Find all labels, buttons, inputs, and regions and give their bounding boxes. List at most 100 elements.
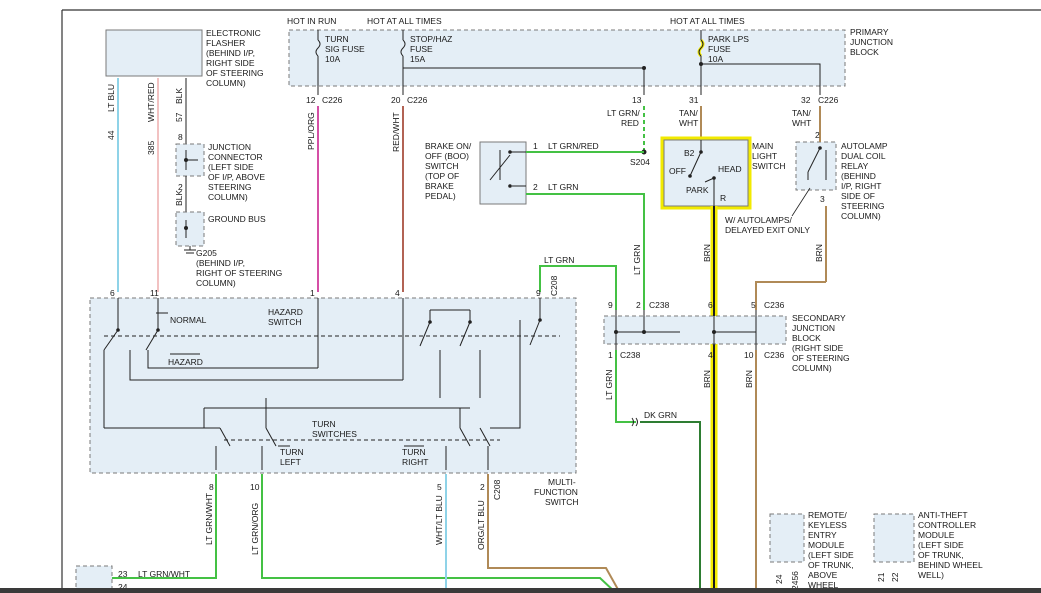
svg-text:C208: C208: [549, 275, 559, 296]
svg-text:2: 2: [480, 482, 485, 492]
svg-text:C236: C236: [764, 300, 785, 310]
wire-lt-grn-wht: [112, 474, 217, 579]
svg-text:2: 2: [636, 300, 641, 310]
svg-text:SWITCHES: SWITCHES: [312, 429, 357, 439]
primary-junction-block: [288, 29, 846, 87]
svg-text:SIG FUSE: SIG FUSE: [325, 44, 365, 54]
svg-text:RIGHT: RIGHT: [402, 457, 428, 467]
svg-text:JUNCTION: JUNCTION: [792, 323, 835, 333]
svg-text:15A: 15A: [410, 54, 425, 64]
svg-text:JUNCTION: JUNCTION: [850, 37, 893, 47]
svg-text:BRN: BRN: [702, 244, 712, 262]
svg-text:LT GRN/WHT: LT GRN/WHT: [204, 493, 214, 545]
svg-text:(LEFT SIDE: (LEFT SIDE: [208, 162, 254, 172]
svg-text:SWITCH: SWITCH: [425, 161, 459, 171]
svg-text:8: 8: [209, 482, 214, 492]
wire-lt-grn-top: [539, 265, 617, 310]
svg-text:6: 6: [708, 300, 713, 310]
wire-dk-grn: [640, 421, 701, 593]
hazard-switch-label: HAZARD: [268, 307, 303, 317]
ground-bus-label: GROUND BUS: [208, 214, 266, 224]
svg-text:PPL/ORG: PPL/ORG: [306, 112, 316, 150]
svg-text:RED/WHT: RED/WHT: [391, 112, 401, 152]
svg-text:ORG/LT BLU: ORG/LT BLU: [476, 500, 486, 550]
svg-text:BEHIND WHEEL: BEHIND WHEEL: [918, 560, 983, 570]
svg-text:20: 20: [391, 95, 401, 105]
svg-text:21: 21: [876, 572, 886, 582]
secondary-junction-label: SECONDARY: [792, 313, 846, 323]
main-light-switch: [663, 139, 749, 207]
svg-text:OF TRUNK,: OF TRUNK,: [918, 550, 964, 560]
svg-text:CONNECTOR: CONNECTOR: [208, 152, 263, 162]
svg-text:LT GRN/RED: LT GRN/RED: [548, 141, 599, 151]
svg-text:57: 57: [174, 112, 184, 122]
svg-text:(LEFT SIDE: (LEFT SIDE: [918, 540, 964, 550]
svg-text:WHT: WHT: [792, 118, 811, 128]
svg-text:BRN: BRN: [744, 370, 754, 388]
svg-text:FUSE: FUSE: [410, 44, 433, 54]
main-light-switch-label: MAIN: [752, 141, 773, 151]
svg-text:LT GRN: LT GRN: [548, 182, 578, 192]
autolamp-relay: [795, 141, 837, 191]
park-lps-fuse-label: PARK LPS: [708, 34, 749, 44]
connector-break-icon: [631, 417, 638, 427]
svg-text:2456: 2456: [790, 571, 800, 590]
svg-text:BLK: BLK: [174, 190, 184, 206]
turn-left-label: TURN: [280, 447, 304, 457]
svg-text:MODULE: MODULE: [808, 540, 845, 550]
svg-text:COLUMN): COLUMN): [206, 78, 246, 88]
svg-text:1: 1: [310, 288, 315, 298]
turn-sig-fuse-icon: [315, 39, 321, 57]
svg-text:BLK: BLK: [174, 88, 184, 104]
svg-text:8: 8: [178, 132, 183, 142]
svg-text:OF STEERING: OF STEERING: [792, 353, 850, 363]
remote-keyless-label: REMOTE/: [808, 510, 847, 520]
svg-text:11: 11: [150, 288, 159, 298]
svg-text:385: 385: [146, 141, 156, 155]
svg-text:RELAY: RELAY: [841, 161, 869, 171]
junction-connector-label: JUNCTION: [208, 142, 251, 152]
svg-text:PARK: PARK: [686, 185, 709, 195]
svg-text:TAN/: TAN/: [679, 108, 698, 118]
svg-text:9: 9: [608, 300, 613, 310]
svg-text:10A: 10A: [708, 54, 723, 64]
svg-text:BLOCK: BLOCK: [792, 333, 821, 343]
electronic-flasher: [105, 29, 203, 77]
svg-text:C208: C208: [492, 479, 502, 500]
svg-text:MODULE: MODULE: [918, 530, 955, 540]
svg-text:DK GRN: DK GRN: [644, 410, 677, 420]
bottom-bar: [0, 588, 1041, 593]
svg-text:9: 9: [536, 288, 541, 298]
svg-text:10: 10: [744, 350, 754, 360]
svg-text:1: 1: [533, 141, 538, 151]
svg-text:10A: 10A: [325, 54, 340, 64]
svg-text:2: 2: [533, 182, 538, 192]
svg-text:2: 2: [815, 130, 820, 140]
svg-text:(LEFT SIDE: (LEFT SIDE: [808, 550, 854, 560]
svg-text:4: 4: [708, 350, 713, 360]
svg-text:(BEHIND I/P,: (BEHIND I/P,: [206, 48, 255, 58]
hot-at-all-times-label: HOT AT ALL TIMES: [367, 16, 442, 26]
hazard-position-label: HAZARD: [168, 357, 203, 367]
primary-junction-label: PRIMARY: [850, 27, 889, 37]
svg-text:(RIGHT SIDE: (RIGHT SIDE: [792, 343, 844, 353]
svg-text:LT BLU: LT BLU: [106, 84, 116, 112]
wire-org-lt-blu: [487, 474, 621, 593]
svg-text:DELAYED EXIT ONLY: DELAYED EXIT ONLY: [725, 225, 810, 235]
svg-text:OF TRUNK,: OF TRUNK,: [808, 560, 854, 570]
autolamp-relay-label: AUTOLAMP: [841, 141, 888, 151]
svg-text:LT GRN/ORG: LT GRN/ORG: [250, 503, 260, 555]
svg-text:LT GRN: LT GRN: [544, 255, 574, 265]
svg-text:1: 1: [608, 350, 613, 360]
svg-text:OF I/P, ABOVE: OF I/P, ABOVE: [208, 172, 265, 182]
secondary-junction-block: [603, 315, 787, 345]
svg-text:B2: B2: [684, 148, 695, 158]
svg-text:WHT/LT BLU: WHT/LT BLU: [434, 495, 444, 545]
multi-function-switch: [89, 297, 577, 474]
svg-text:COLUMN): COLUMN): [792, 363, 832, 373]
turn-right-label: TURN: [402, 447, 426, 457]
svg-text:22: 22: [890, 572, 900, 582]
svg-text:WELL): WELL): [918, 570, 944, 580]
svg-text:S204: S204: [630, 157, 650, 167]
